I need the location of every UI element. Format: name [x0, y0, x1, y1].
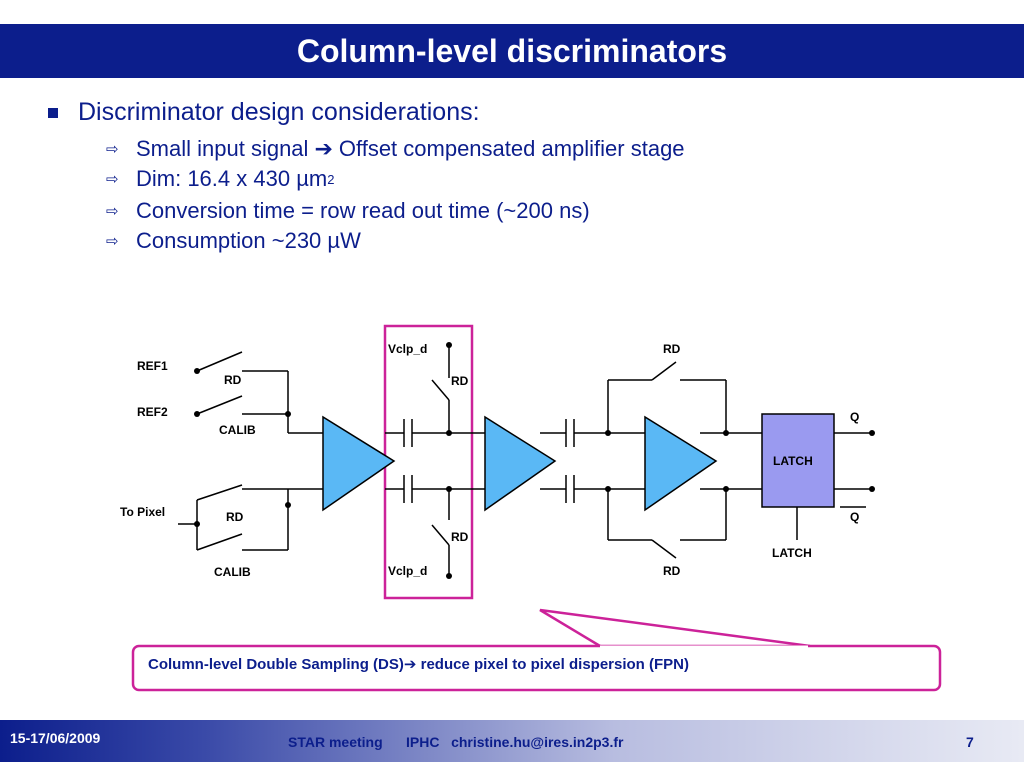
sub-bullet-2-sup: 2 [327, 171, 335, 187]
ds-highlight-box [383, 324, 474, 600]
page-number: 7 [966, 734, 974, 750]
ref1-label: REF1 [137, 359, 168, 373]
hollow-arrow-icon: ⇨ [106, 232, 119, 250]
main-bullet: Discriminator design considerations: [48, 98, 480, 127]
callout-text-b: reduce pixel to pixel dispersion (FPN) [416, 656, 689, 673]
rd-label-amp3-top: RD [663, 342, 681, 356]
sub-bullet-2-text: Dim: 16.4 x 430 µm [136, 166, 328, 191]
callout-text-a: Column-level Double Sampling (DS) [148, 656, 404, 673]
rd-label-pixel: RD [226, 510, 244, 524]
latch-block-label: LATCH [773, 454, 813, 468]
ref2-label: REF2 [137, 405, 168, 419]
right-arrow-icon: ➔ [314, 136, 333, 162]
sub-bullet-4-text: Consumption ~230 µW [136, 228, 361, 253]
latch-outputs [796, 430, 875, 540]
hollow-arrow-icon: ⇨ [106, 202, 119, 220]
slide-title: Column-level discriminators [296, 32, 728, 69]
footer-meeting: STAR meeting IPHC christine.hu@ires.in2p… [288, 734, 624, 750]
rd-label-amp3-bottom: RD [663, 564, 681, 578]
latch-input-label: LATCH [772, 546, 812, 560]
rd-label-ds-top: RD [451, 374, 469, 388]
amplifier-3 [644, 415, 718, 512]
amplifier-2 [484, 415, 557, 512]
sub-bullet-1-text-b: Offset compensated amplifier stage [338, 136, 685, 161]
sub-bullet-1: ⇨ Small input signal ➔ Offset compensate… [106, 136, 685, 162]
calib-label-pixel: CALIB [214, 565, 251, 579]
vclp-d-label-top: Vclp_d [388, 342, 427, 356]
footer-date: 15-17/06/2009 [10, 730, 101, 746]
main-bullet-text: Discriminator design considerations: [78, 98, 480, 126]
title-bar: Column-level discriminators [0, 24, 1024, 78]
callout-text: Column-level Double Sampling (DS)➔ reduc… [148, 655, 689, 673]
sub-bullet-3-text: Conversion time = row read out time (~20… [136, 198, 590, 223]
sub-bullet-1-text-a: Small input signal [136, 136, 309, 161]
amp3-feedback [607, 361, 762, 559]
callout-box [131, 644, 942, 692]
sub-bullet-4: ⇨ Consumption ~230 µW [106, 228, 361, 254]
amplifier-1 [322, 415, 396, 512]
input-switches [178, 351, 340, 551]
q-bar-label: Q [850, 510, 859, 524]
latch-block [761, 413, 835, 508]
calib-label-ref2: CALIB [219, 423, 256, 437]
right-arrow-icon: ➔ [403, 655, 417, 673]
sub-bullet-3: ⇨ Conversion time = row read out time (~… [106, 198, 590, 224]
hollow-arrow-icon: ⇨ [106, 140, 119, 158]
stage2-capacitors [540, 419, 648, 503]
footer: 15-17/06/2009 STAR meeting IPHC christin… [0, 720, 1024, 762]
rd-label-ref1: RD [224, 373, 242, 387]
rd-label-ds-bottom: RD [451, 530, 469, 544]
q-label: Q [850, 410, 859, 424]
to-pixel-label: To Pixel [120, 505, 165, 519]
ds-capacitors [385, 342, 485, 579]
hollow-arrow-icon: ⇨ [106, 170, 119, 188]
vclp-d-label-bottom: Vclp_d [388, 564, 427, 578]
square-bullet-icon [48, 107, 58, 118]
